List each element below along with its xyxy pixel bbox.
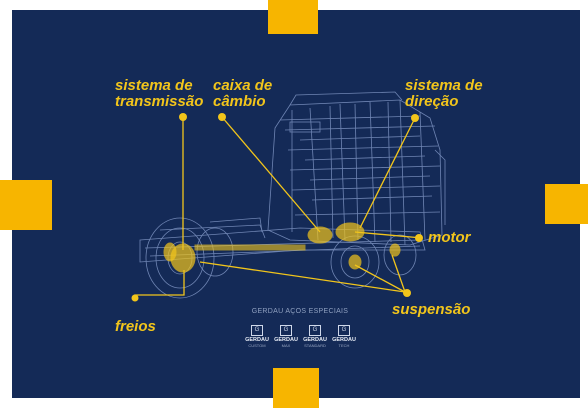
label-line: câmbio	[213, 93, 266, 110]
brand-logo-sub: STANDARD	[304, 343, 326, 348]
label-caixa-de-cambio: caixa de câmbio	[213, 78, 272, 110]
brand-logo-icon: G	[338, 325, 350, 336]
brand-logo-icon: G	[309, 325, 321, 336]
brand-logo-sub: TECH	[338, 343, 350, 348]
brand-title: GERDAU AÇOS ESPECIAIS	[251, 308, 349, 315]
label-freios: freios	[115, 318, 156, 335]
brand-logo-name: GERDAU	[303, 337, 327, 343]
brand-logo-name: GERDAU	[274, 337, 298, 343]
brand-logo-custom: G GERDAU CUSTOM	[245, 325, 269, 348]
leader-lines	[134, 116, 423, 298]
top-accent-square	[268, 0, 318, 34]
brand-logo-icon: G	[280, 325, 292, 336]
label-line: sistema de	[405, 77, 483, 94]
right-accent-square	[545, 184, 588, 224]
label-sistema-de-direcao: sistema de direção	[405, 78, 483, 110]
bottom-accent-square	[273, 368, 319, 408]
label-line: caixa de	[213, 77, 273, 94]
label-suspensao: suspensão	[392, 301, 471, 318]
label-line: transmissão	[115, 93, 204, 110]
label-line: sistema de	[115, 77, 193, 94]
label-motor: motor	[428, 229, 471, 246]
highlighted-components	[163, 222, 401, 273]
left-accent-square	[0, 180, 52, 230]
leader-dots	[131, 113, 423, 302]
brand-logo-standard: G GERDAU STANDARD	[303, 325, 327, 348]
brand-logo-tech: G GERDAU TECH	[332, 325, 356, 348]
brand-logo-name: GERDAU	[332, 337, 356, 343]
brand-logo-icon: G	[251, 325, 263, 336]
brand-logo-sub: CUSTOM	[248, 343, 266, 348]
brand-logo-sub: MAX	[281, 343, 291, 348]
label-line: direção	[405, 93, 459, 110]
brand-logo-name: GERDAU	[245, 337, 269, 343]
brand-logo-max: G GERDAU MAX	[274, 325, 298, 348]
label-sistema-de-transmissao: sistema de transmissão	[115, 78, 203, 110]
